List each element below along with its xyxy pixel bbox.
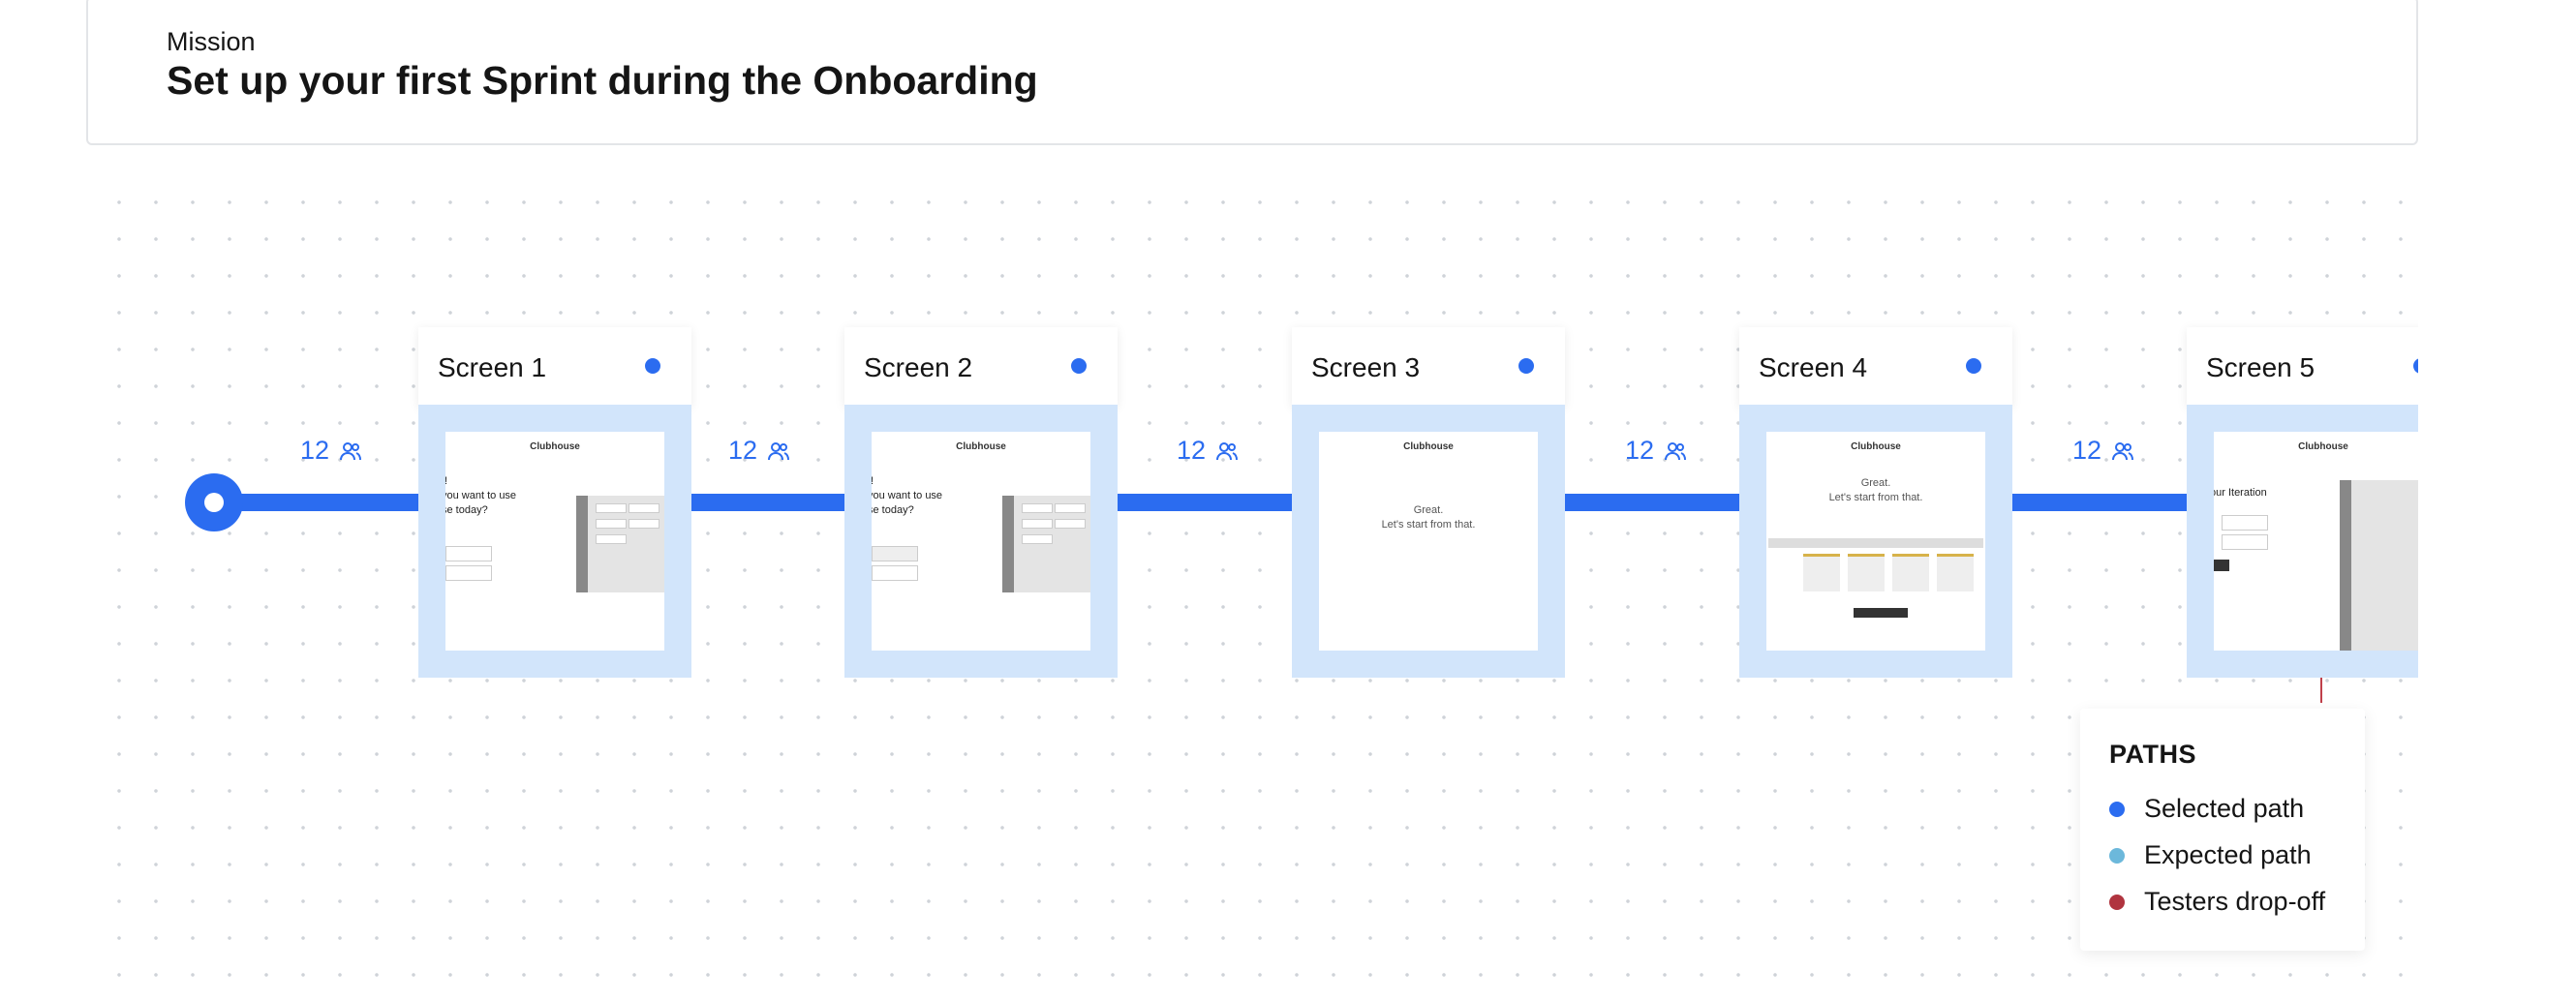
screen-card[interactable]: Screen 5 Clubhouse our Iteration <box>2187 327 2418 678</box>
thumb-column <box>1937 554 1974 592</box>
tester-count: 12 <box>1625 436 1687 466</box>
expected-path-dot <box>2109 847 2125 864</box>
thumb-sidebar <box>1002 496 1014 592</box>
screen-frame: Clubhouse t! you want to use se today? <box>418 405 691 678</box>
screen-header: Screen 4 <box>1739 327 2012 407</box>
mission-header: Mission Set up your first Sprint during … <box>86 0 2418 145</box>
thumb-logo: Clubhouse <box>1403 441 1454 452</box>
thumb-text: our Iteration <box>2214 487 2267 499</box>
drop-off-dot <box>2109 894 2125 910</box>
screen-title: Screen 3 <box>1311 352 1421 382</box>
paths-legend: PATHS Selected path Expected path Tester… <box>2080 709 2365 951</box>
start-node[interactable] <box>185 473 243 531</box>
thumb-sidebar <box>576 496 588 592</box>
thumb-toolbar <box>1768 538 1983 548</box>
thumb-logo: Clubhouse <box>2298 441 2348 452</box>
screen-thumbnail[interactable]: Clubhouse t! you want to use se today? <box>445 432 664 651</box>
thumb-text: t! you want to use se today? <box>872 475 943 516</box>
screen-title: Screen 2 <box>864 352 973 382</box>
screen-title: Screen 5 <box>2206 352 2315 382</box>
screen-card[interactable]: Screen 1 Clubhouse t! you want to use se… <box>418 327 691 678</box>
screen-header: Screen 1 <box>418 327 691 407</box>
mission-label: Mission <box>167 27 256 56</box>
legend-item-expected: Expected path <box>2109 840 2312 870</box>
screen-card[interactable]: Screen 4 Clubhouse Great. Let's start fr… <box>1739 327 2012 678</box>
thumb-column <box>1892 554 1929 592</box>
selected-path-dot <box>1966 358 1981 374</box>
tester-count: 12 <box>2072 436 2134 466</box>
users-icon <box>2112 441 2134 460</box>
thumb-continue-button <box>1854 608 1908 618</box>
thumb-field <box>2222 534 2268 550</box>
thumb-option <box>445 565 492 581</box>
screen-title: Screen 4 <box>1759 352 1868 382</box>
screen-card[interactable]: Screen 3 Clubhouse Great. Let's start fr… <box>1292 327 1565 678</box>
thumb-logo: Clubhouse <box>1851 441 1901 452</box>
users-icon <box>1216 441 1239 460</box>
legend-label: Expected path <box>2144 840 2312 869</box>
thumb-panel <box>588 496 664 592</box>
users-icon <box>768 441 790 460</box>
screen-thumbnail[interactable]: Clubhouse t! you want to use se today? <box>872 432 1090 651</box>
tester-count: 12 <box>1177 436 1239 466</box>
thumb-panel <box>2351 480 2418 651</box>
thumb-option <box>445 546 492 561</box>
mission-title: Set up your first Sprint during the Onbo… <box>167 58 1038 103</box>
screen-thumbnail[interactable]: Clubhouse Great. Let's start from that. <box>1319 432 1538 651</box>
thumb-column <box>1803 554 1840 592</box>
thumb-text: Great. Let's start from that. <box>1828 477 1923 503</box>
legend-label: Testers drop-off <box>2144 887 2326 916</box>
selected-path-dot <box>2413 358 2418 374</box>
screen-thumbnail[interactable]: Clubhouse Great. Let's start from that. <box>1766 432 1985 651</box>
users-icon <box>340 441 362 460</box>
thumb-logo: Clubhouse <box>956 441 1006 452</box>
screen-frame: Clubhouse Great. Let's start from that. <box>1292 405 1565 678</box>
thumb-text: t! you want to use se today? <box>445 475 517 516</box>
thumb-dark-button <box>2214 560 2229 571</box>
thumb-text: Great. Let's start from that. <box>1381 504 1476 531</box>
thumb-panel <box>1014 496 1090 592</box>
drop-off-marker <box>2320 678 2322 703</box>
selected-path-dot <box>1518 358 1534 374</box>
screen-frame: Clubhouse our Iteration <box>2187 405 2418 678</box>
thumb-option <box>872 546 918 561</box>
thumb-sidebar <box>2340 480 2351 651</box>
legend-title: PATHS <box>2109 740 2196 769</box>
legend-label: Selected path <box>2144 794 2305 823</box>
screen-frame: Clubhouse Great. Let's start from that. <box>1739 405 2012 678</box>
thumb-logo: Clubhouse <box>530 441 580 452</box>
thumb-column <box>1848 554 1885 592</box>
selected-path-dot <box>645 358 660 374</box>
screen-5-clip: Screen 5 Clubhouse our Iteration <box>2187 327 2418 678</box>
thumb-option <box>872 565 918 581</box>
legend-item-dropoff: Testers drop-off <box>2109 887 2325 917</box>
selected-path-dot <box>2109 801 2125 817</box>
selected-path-dot <box>1071 358 1087 374</box>
screen-header: Screen 5 <box>2187 327 2418 407</box>
tester-count: 12 <box>300 436 362 466</box>
users-icon <box>1665 441 1687 460</box>
thumb-field <box>2222 515 2268 531</box>
legend-item-selected: Selected path <box>2109 794 2304 824</box>
screen-header: Screen 3 <box>1292 327 1565 407</box>
screen-thumbnail[interactable]: Clubhouse our Iteration <box>2214 432 2418 651</box>
screen-header: Screen 2 <box>844 327 1118 407</box>
screen-title: Screen 1 <box>438 352 547 382</box>
screen-frame: Clubhouse t! you want to use se today? <box>844 405 1118 678</box>
screen-card[interactable]: Screen 2 Clubhouse t! you want to use se… <box>844 327 1118 678</box>
tester-count: 12 <box>728 436 790 466</box>
